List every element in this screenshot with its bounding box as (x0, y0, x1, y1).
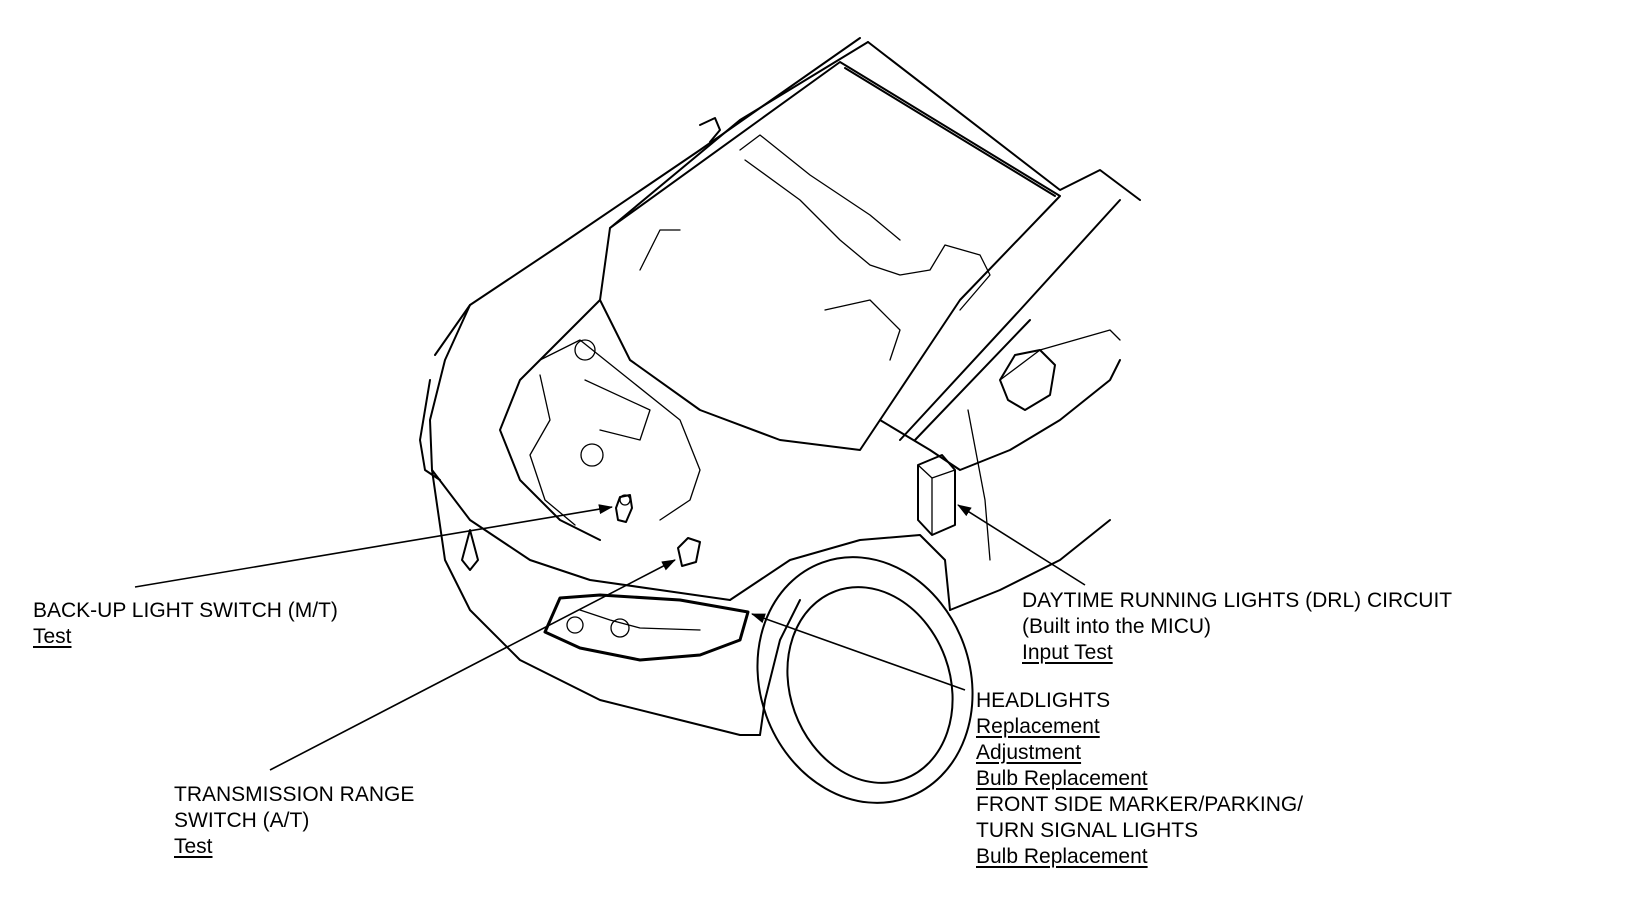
side-marker-title-1: FRONT SIDE MARKER/PARKING/ (976, 793, 1304, 816)
car-illustration (419, 37, 1141, 804)
backup-light-switch-test-link[interactable]: Test (33, 625, 72, 648)
drl-circuit-title-2: (Built into the MICU) (1022, 615, 1212, 638)
transmission-range-switch-title-1: TRANSMISSION RANGE (174, 783, 415, 806)
leader-backup-switch (134, 504, 613, 588)
backup-light-switch-title: BACK-UP LIGHT SWITCH (M/T) (33, 599, 338, 622)
headlights-title: HEADLIGHTS (976, 689, 1111, 712)
drl-circuit-title-1: DAYTIME RUNNING LIGHTS (DRL) CIRCUIT (1022, 589, 1453, 612)
transmission-range-switch-test-link[interactable]: Test (174, 835, 213, 858)
drl-circuit-callout: DAYTIME RUNNING LIGHTS (DRL) CIRCUIT (Bu… (1022, 588, 1452, 666)
headlights-replacement-link[interactable]: Replacement (976, 715, 1100, 738)
headlights-callout: HEADLIGHTS Replacement Adjustment Bulb R… (976, 688, 1303, 870)
transmission-range-switch-callout: TRANSMISSION RANGE SWITCH (A/T) Test (174, 782, 414, 860)
backup-light-switch-callout: BACK-UP LIGHT SWITCH (M/T) Test (33, 598, 338, 650)
side-marker-bulb-replacement-link[interactable]: Bulb Replacement (976, 845, 1148, 868)
leader-headlights (751, 613, 966, 691)
headlights-bulb-replacement-link[interactable]: Bulb Replacement (976, 767, 1148, 790)
headlights-adjustment-link[interactable]: Adjustment (976, 741, 1082, 764)
side-marker-title-2: TURN SIGNAL LIGHTS (976, 819, 1199, 842)
leader-transmission-range-switch (269, 559, 676, 771)
transmission-range-switch-title-2: SWITCH (A/T) (174, 809, 310, 832)
drl-input-test-link[interactable]: Input Test (1022, 641, 1113, 664)
leader-drl-circuit (957, 504, 1086, 586)
